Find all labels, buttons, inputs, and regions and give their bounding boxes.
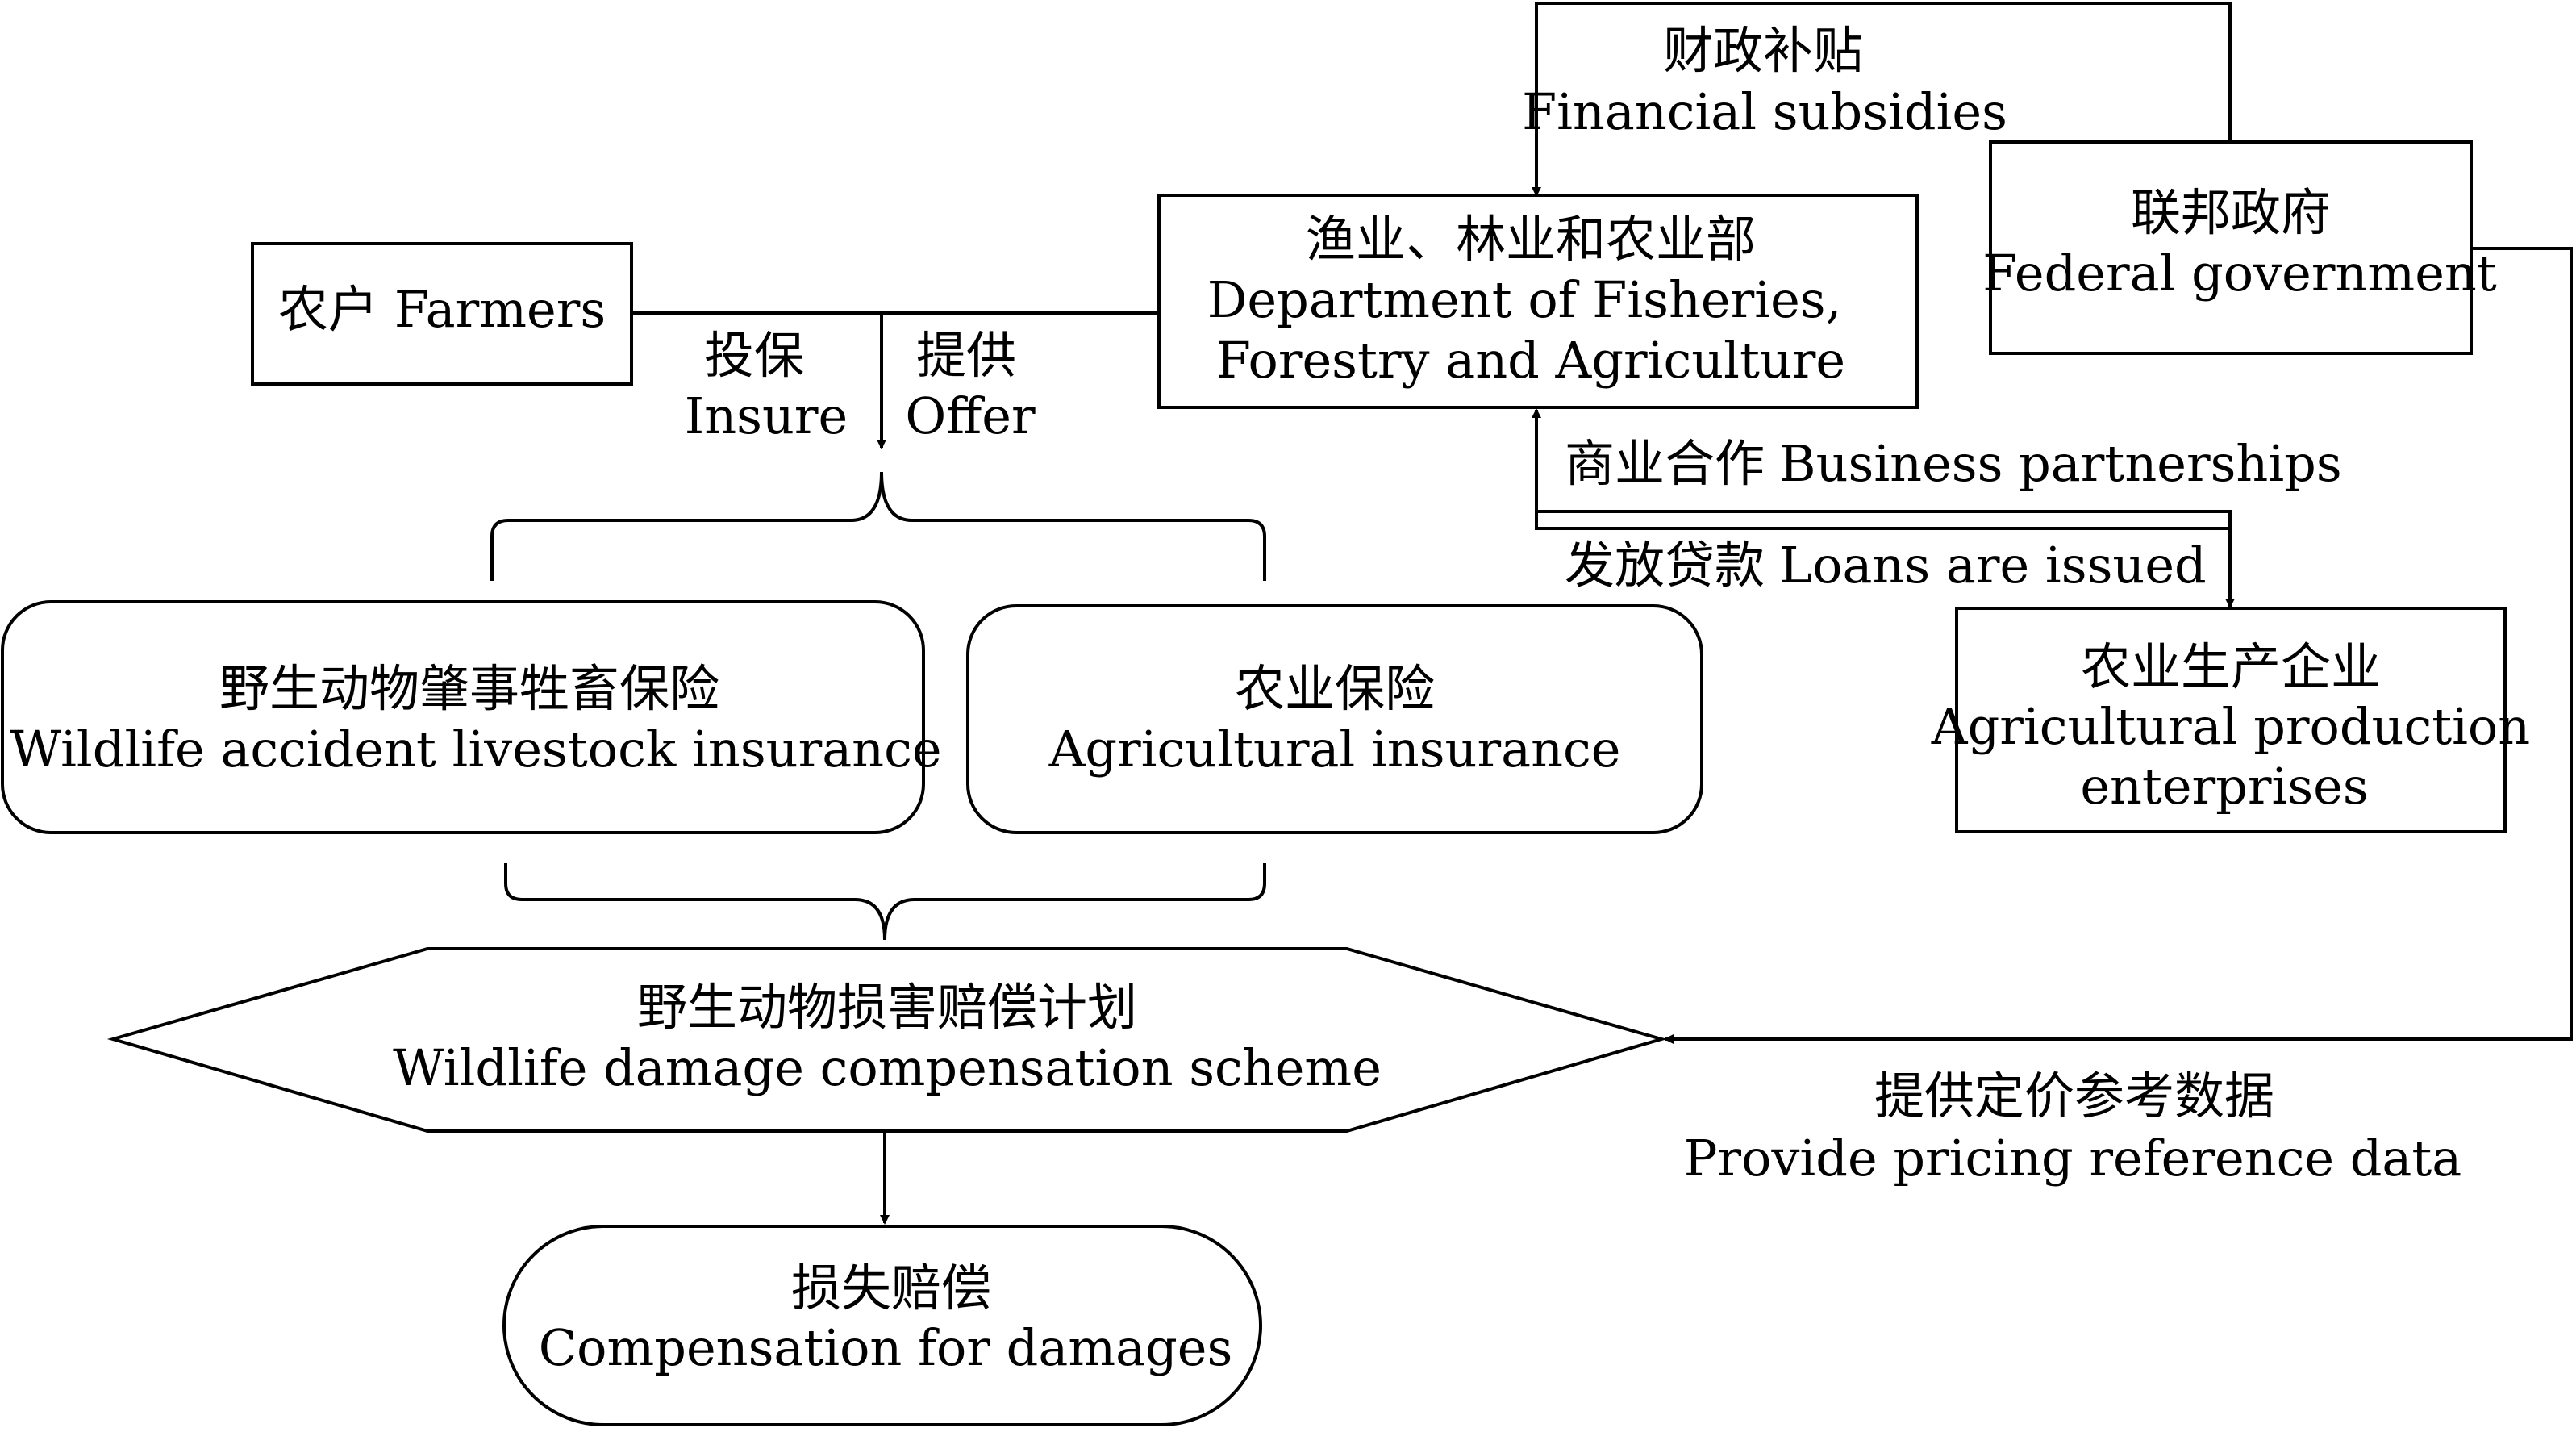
- enterprises-box: [1955, 607, 2507, 833]
- enterprises-en-1: Agricultural production: [1931, 697, 2530, 756]
- scheme-hexagon: [106, 947, 1668, 1133]
- insure-label-en: Insure: [685, 386, 848, 445]
- federal-government-en: Federal government: [1982, 244, 2497, 303]
- enterprises-zh: 农业生产企业: [2081, 637, 2381, 696]
- agricultural-insurance-zh: 农业保险: [1235, 659, 1435, 718]
- department-title-en-2: Forestry and Agriculture: [1216, 331, 1845, 390]
- compensation-zh: 损失赔偿: [791, 1259, 991, 1317]
- enterprises-en-2: enterprises: [2080, 757, 2368, 816]
- department-title-en-1: Department of Fisheries,: [1207, 270, 1842, 329]
- department-title-zh: 渔业、林业和农业部: [1306, 210, 1756, 269]
- agricultural-insurance-en: Agricultural insurance: [1048, 720, 1621, 779]
- farmers-box: [251, 242, 633, 386]
- federal-government-box: [1989, 140, 2473, 355]
- scheme-en: Wildlife damage compensation scheme: [393, 1038, 1382, 1097]
- pricing-label-zh: 提供定价参考数据: [1874, 1067, 2274, 1125]
- subsidies-arrow: [1532, 2, 2232, 197]
- wildlife-insurance-box: [1, 600, 925, 834]
- pricing-arrow: [1664, 247, 2573, 1044]
- offer-label-zh: 提供: [916, 326, 1016, 385]
- offer-label-en: Offer: [905, 386, 1036, 445]
- partnerships-arrow: [1532, 408, 2232, 528]
- loans-arrow: [1535, 511, 2235, 608]
- bottom-brace: [504, 863, 1266, 941]
- top-brace: [490, 471, 1266, 581]
- pricing-label-en: Provide pricing reference data: [1684, 1129, 2462, 1188]
- federal-government-zh: 联邦政府: [2131, 183, 2331, 242]
- subsidies-label-en: Financial subsidies: [1522, 82, 2007, 141]
- compensation-box: [502, 1225, 1262, 1426]
- agricultural-insurance-box: [966, 604, 1703, 834]
- department-box: [1157, 194, 1919, 409]
- subsidies-label-zh: 财政补贴: [1663, 21, 1863, 80]
- wildlife-insurance-en: Wildlife accident livestock insurance: [10, 720, 941, 779]
- wildlife-insurance-zh: 野生动物肇事牲畜保险: [219, 659, 719, 718]
- compensation-en: Compensation for damages: [539, 1318, 1233, 1377]
- insure-label-zh: 投保: [704, 326, 804, 385]
- scheme-zh: 野生动物损害赔偿计划: [637, 978, 1137, 1037]
